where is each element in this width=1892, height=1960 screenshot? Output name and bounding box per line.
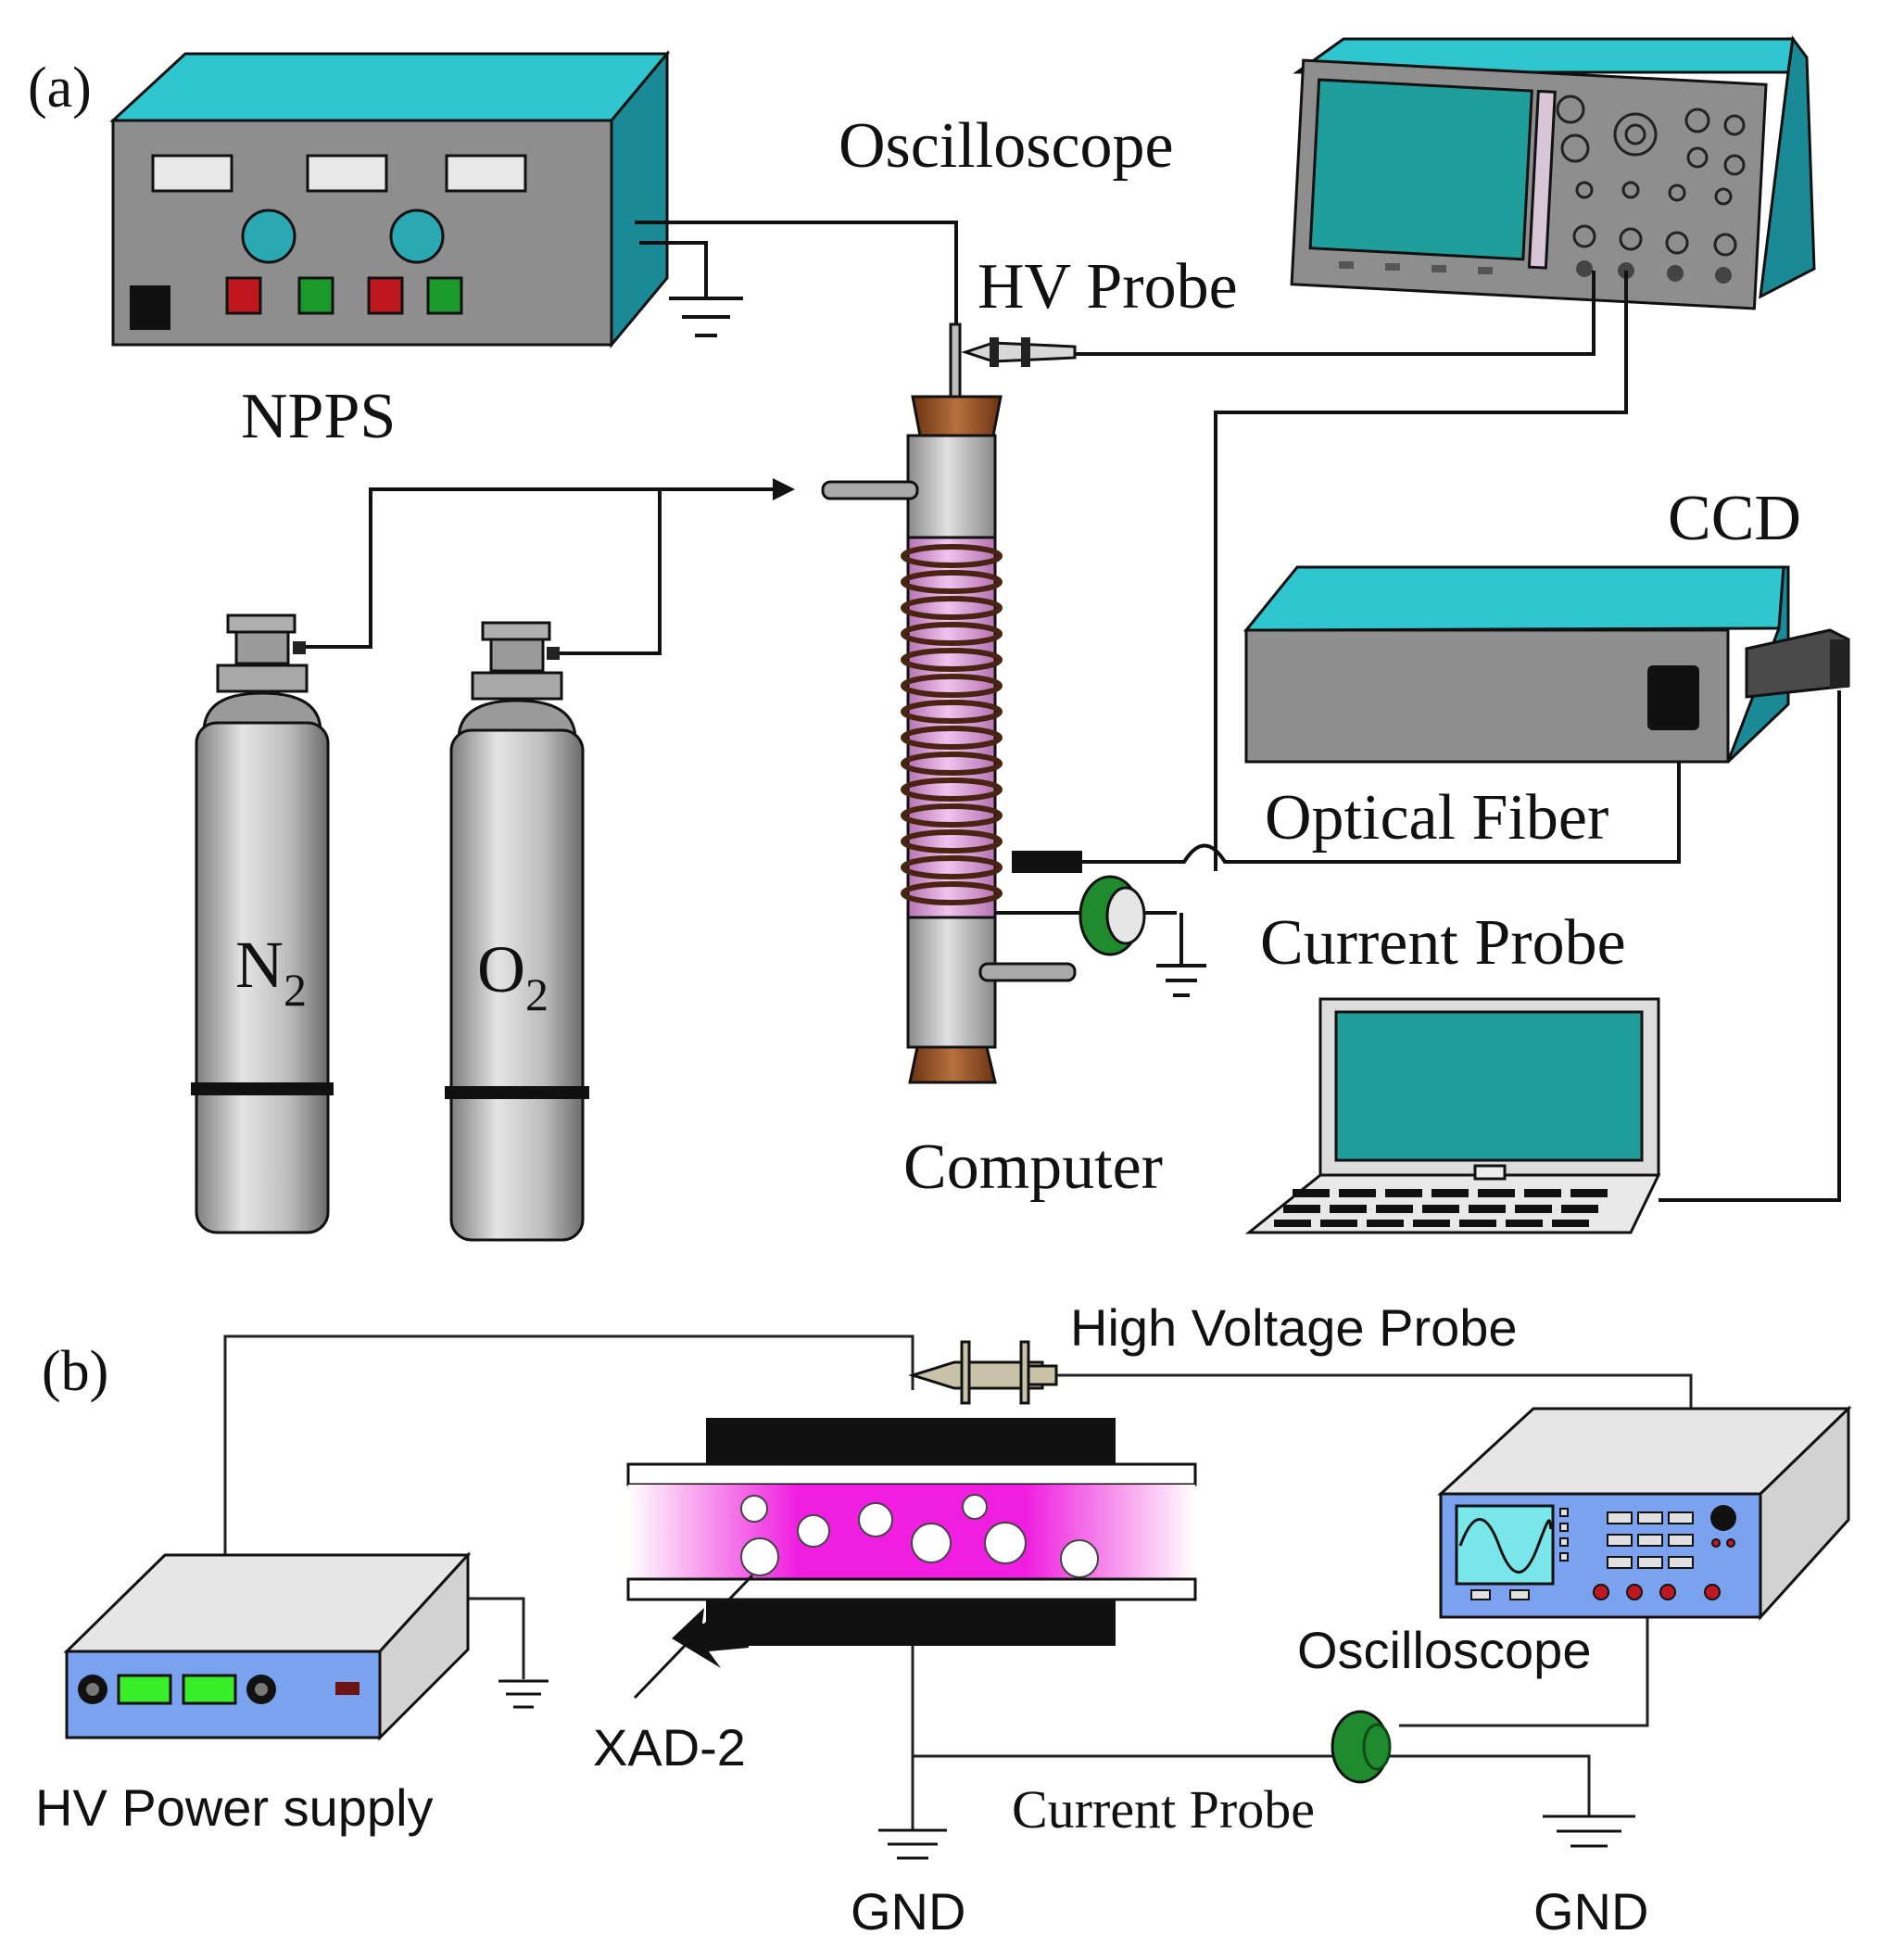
reactor-top-cap: [911, 395, 1003, 437]
plasma-discharge: [628, 1485, 1195, 1579]
hv-supply-ground-wire: [461, 1597, 525, 1679]
current-probe-a: [1078, 875, 1146, 956]
npps-ground-wire: [639, 241, 708, 298]
dbd-reactor: [626, 1418, 1197, 1700]
gas-outlet-port: [978, 962, 1077, 982]
ccd-computer-cable: [1659, 690, 1841, 1202]
laptop-keyboard: [1274, 1189, 1608, 1227]
npps-unit: [109, 49, 671, 349]
oscilloscope-knobs: [1556, 95, 1746, 257]
npps-knob-2: [389, 209, 445, 264]
reactor-bottom-cap: [908, 1045, 997, 1084]
high-voltage-probe-label: High Voltage Probe: [1070, 1298, 1518, 1357]
ccd-fiber-port: [1647, 665, 1699, 730]
ground-icon: [878, 1828, 947, 1860]
oscilloscope-b-label: Oscilloscope: [1297, 1621, 1591, 1679]
gnd-left-label: GND: [851, 1882, 965, 1941]
oscilloscope-a-label: Oscilloscope: [839, 110, 1174, 182]
npps-meter-3: [445, 154, 527, 193]
hv-supply-wire: [223, 1334, 914, 1562]
current-probe-a-label: Current Probe: [1260, 907, 1626, 979]
gas-inlet-port: [821, 480, 919, 500]
hv-wire: [635, 221, 958, 332]
optical-fiber-head: [1012, 851, 1082, 873]
laptop-screen: [1334, 1010, 1644, 1162]
panel-b: (b) High Voltage Probe: [35, 1298, 1852, 1941]
xad2-label: XAD-2: [593, 1718, 746, 1777]
npps-power-switch: [130, 285, 170, 330]
npps-meter-2: [306, 154, 388, 193]
oscilloscope-b: [1437, 1405, 1852, 1621]
ccd-label: CCD: [1668, 483, 1801, 554]
top-dielectric: [626, 1462, 1197, 1486]
xad2-arrow-icon: [672, 1608, 749, 1668]
high-voltage-probe: [907, 1340, 1058, 1405]
plasma-reactor: [821, 322, 1077, 1084]
gas-flow-arrow-icon: [773, 478, 795, 500]
optical-fiber-cable: [1082, 723, 1681, 864]
top-electrode: [706, 1418, 1116, 1464]
current-return-wire: [913, 1754, 1591, 1816]
npps-knob-1: [241, 209, 296, 264]
o2-cylinder: O2: [445, 621, 589, 1242]
oscilloscope-a: [1290, 35, 1816, 310]
bottom-dielectric: [626, 1577, 1197, 1601]
ccd-spectrometer: [1242, 565, 1850, 764]
o2-gas-label: O2: [477, 932, 549, 1020]
gnd-right-label: GND: [1533, 1882, 1648, 1941]
waveform-icon: [1458, 1518, 1553, 1574]
hv-probe-wire: [1075, 271, 1596, 356]
hv-display-2: [182, 1674, 237, 1705]
o2-gas-line: [556, 489, 662, 655]
hv-power-supply-label: HV Power supply: [35, 1778, 434, 1837]
ground-icon: [1156, 964, 1206, 997]
ground-icon: [498, 1679, 549, 1709]
computer-label: Computer: [903, 1132, 1163, 1203]
panel-b-tag: (b): [42, 1340, 108, 1403]
bottom-electrode: [706, 1600, 1116, 1646]
n2-gas-label: N2: [235, 928, 307, 1016]
current-probe-b: [1331, 1710, 1392, 1784]
hv-probe: [961, 337, 1077, 367]
laptop-computer: [1244, 997, 1661, 1234]
ground-icon: [669, 297, 743, 337]
panel-a-tag: (a): [28, 57, 92, 120]
hv-probe-label: HV Probe: [978, 251, 1238, 322]
current-probe-b-wire: [1399, 1603, 1649, 1727]
oscilloscope-screen: [1308, 78, 1533, 261]
optical-fiber-label: Optical Fiber: [1265, 782, 1608, 854]
xad2-beads: [740, 1494, 1099, 1578]
hv-display-1: [117, 1674, 172, 1705]
hv-power-supply: [63, 1551, 472, 1741]
current-probe-b-label: Current Probe: [1012, 1779, 1315, 1840]
oscilloscope-b-screen: [1455, 1504, 1555, 1586]
n2-gas-line: [306, 487, 788, 649]
current-probe-wire: [1214, 271, 1628, 871]
npps-meter-1: [151, 154, 233, 193]
panel-a: (a) NPPS: [28, 35, 1850, 1242]
n2-cylinder: N2: [191, 613, 334, 1234]
ground-icon: [1543, 1815, 1635, 1848]
npps-label: NPPS: [241, 381, 396, 452]
reactor-coil-windings: [901, 544, 1003, 905]
hv-probe-b-wire: [1056, 1373, 1693, 1409]
